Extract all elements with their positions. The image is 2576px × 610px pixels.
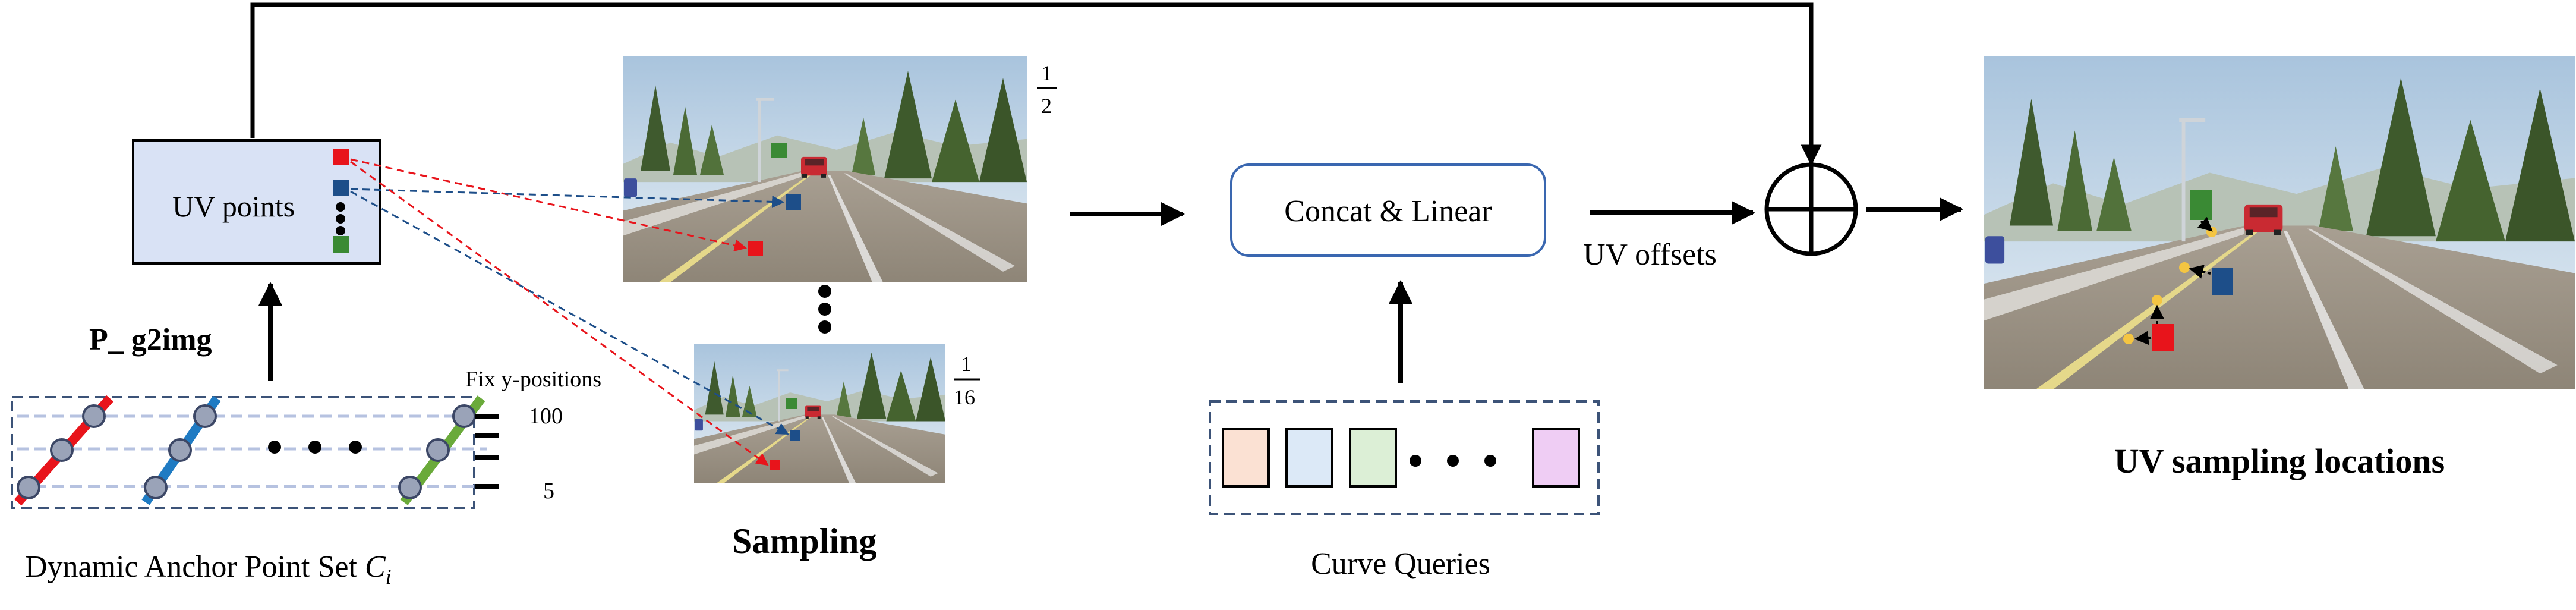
ellipsis-dot bbox=[349, 441, 362, 454]
anchor-point bbox=[17, 476, 40, 499]
skip-connection-line bbox=[250, 2, 1822, 166]
scale-small-den: 16 bbox=[954, 385, 975, 409]
y-bottom-value: 5 bbox=[543, 479, 554, 504]
ellipsis-dot bbox=[1484, 455, 1496, 467]
ellipsis-dot bbox=[1447, 455, 1459, 467]
anchor-point bbox=[426, 438, 450, 462]
query-1 bbox=[1222, 428, 1270, 488]
marker-green-output bbox=[2190, 190, 2212, 220]
uv-point-blue bbox=[333, 180, 349, 196]
marker-red-output bbox=[2152, 324, 2174, 351]
uv-point-red bbox=[333, 149, 349, 165]
sum-node bbox=[1764, 162, 1858, 256]
y-top-value: 100 bbox=[529, 404, 563, 429]
uv-offsets-label: UV offsets bbox=[1583, 238, 1717, 272]
scale-large-den: 2 bbox=[1041, 94, 1052, 118]
curve-queries-caption: Curve Queries bbox=[1311, 547, 1490, 581]
anchor-point bbox=[168, 438, 192, 462]
output-image bbox=[1984, 56, 2575, 389]
marker-green-small bbox=[786, 398, 797, 409]
offset-arrow bbox=[2189, 265, 2211, 279]
ellipsis-dot bbox=[1410, 455, 1421, 467]
anchor-point bbox=[144, 476, 168, 499]
uv-dot bbox=[336, 226, 345, 235]
fix-y-label: Fix y-positions bbox=[465, 367, 601, 392]
anchor-set-box bbox=[11, 396, 475, 509]
marker-blue-large bbox=[786, 194, 801, 210]
sampling-caption: Sampling bbox=[732, 521, 876, 561]
anchor-point bbox=[82, 404, 106, 428]
ellipsis-dot bbox=[308, 441, 321, 454]
ellipsis-dot bbox=[818, 285, 831, 298]
sampled-points bbox=[2123, 227, 2217, 344]
ellipsis-dot bbox=[818, 320, 831, 334]
anchor-point bbox=[398, 476, 422, 499]
anchor-point bbox=[50, 438, 74, 462]
anchor-point bbox=[452, 404, 476, 428]
feature-map-large bbox=[623, 56, 1027, 282]
sampling-arrow-blue bbox=[350, 188, 785, 208]
marker-red-large bbox=[748, 241, 763, 256]
concat-linear-box bbox=[1230, 163, 1546, 257]
output-caption: UV sampling locations bbox=[2114, 442, 2445, 480]
ellipsis-dot bbox=[268, 441, 281, 454]
query-3 bbox=[1349, 428, 1397, 488]
query-2 bbox=[1285, 428, 1333, 488]
uv-point-green bbox=[333, 236, 349, 253]
sampling-arrow-red-small bbox=[350, 161, 769, 466]
query-n bbox=[1532, 428, 1580, 488]
ellipsis-dot bbox=[818, 303, 831, 316]
marker-blue-small bbox=[790, 430, 800, 441]
offset-arrow bbox=[2197, 216, 2213, 232]
anchor-set-caption: Dynamic Anchor Point Set Ci bbox=[25, 550, 392, 589]
sampling-arrow-blue-small bbox=[350, 190, 789, 435]
uv-points-label: UV points bbox=[172, 190, 295, 223]
marker-green-large bbox=[771, 143, 787, 158]
uv-dot bbox=[336, 214, 345, 224]
concat-linear-label: Concat & Linear bbox=[1284, 194, 1492, 228]
scale-small-num: 1 bbox=[961, 352, 972, 376]
uv-dot bbox=[336, 202, 345, 212]
scale-large-num: 1 bbox=[1041, 61, 1052, 85]
marker-red-small bbox=[770, 460, 780, 470]
marker-blue-output bbox=[2212, 268, 2233, 295]
projection-label: P_ g2img bbox=[89, 323, 212, 357]
feature-map-small bbox=[694, 344, 945, 483]
sampling-arrow-red bbox=[350, 158, 748, 252]
anchor-point bbox=[193, 404, 217, 428]
offset-arrow bbox=[2134, 331, 2152, 345]
